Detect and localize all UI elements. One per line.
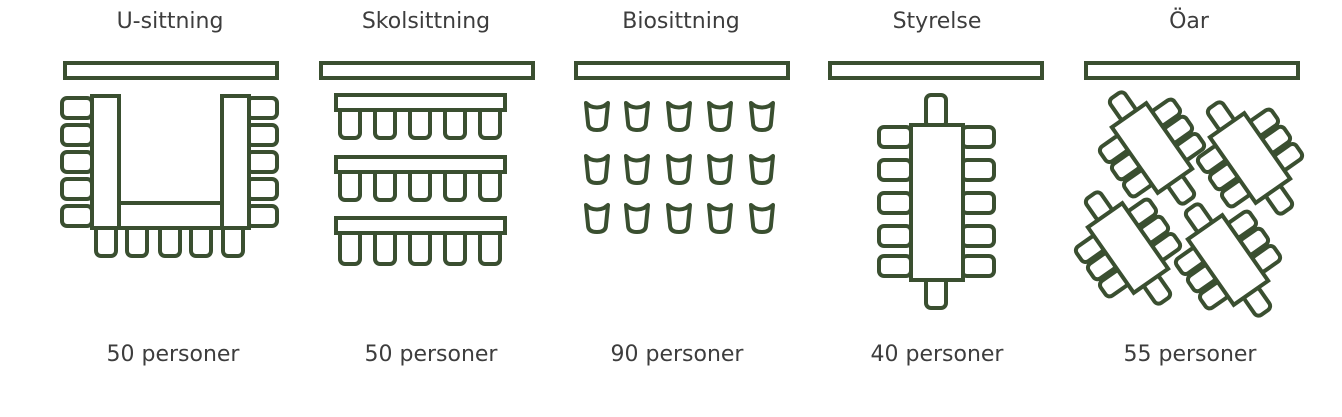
chair-icon — [960, 224, 996, 248]
chair-icon — [877, 125, 913, 149]
chair-icon — [584, 154, 610, 185]
chair-icon — [960, 191, 996, 215]
table-row — [334, 93, 507, 112]
chair-icon — [373, 228, 397, 266]
chair-icon — [707, 154, 733, 185]
table-row — [334, 216, 507, 235]
chair-icon — [877, 191, 913, 215]
chair-icon — [666, 154, 692, 185]
layout-capacity-u-sittning: 50 personer — [106, 342, 240, 367]
chair-icon — [666, 203, 692, 234]
board-table — [909, 123, 965, 282]
island-table — [1109, 100, 1195, 196]
chair-icon — [960, 254, 996, 278]
diagram-biosittning — [574, 61, 790, 234]
chair-icon — [60, 96, 94, 120]
diagram-oar — [1073, 61, 1305, 318]
chair-icon — [877, 158, 913, 182]
chair-icon — [924, 93, 948, 129]
chair-icon — [749, 101, 775, 132]
chair-icon — [624, 101, 650, 132]
chair-icon — [584, 101, 610, 132]
chair-icon — [245, 204, 279, 228]
chair-icon — [338, 228, 362, 266]
chair-icon — [624, 203, 650, 234]
stage-bar — [1084, 61, 1300, 80]
layout-title-u-sittning: U-sittning — [116, 9, 224, 34]
chair-icon — [60, 150, 94, 174]
layout-capacity-styrelse: 40 personer — [870, 342, 1004, 367]
diagram-skolsittning — [319, 61, 535, 266]
chair-icon — [707, 203, 733, 234]
chair-icon — [960, 125, 996, 149]
diagram-u-sittning — [60, 61, 279, 258]
layout-capacity-biosittning: 90 personer — [610, 342, 744, 367]
layout-title-oar: Öar — [1169, 9, 1209, 34]
chair-icon — [245, 150, 279, 174]
chair-icon — [877, 254, 913, 278]
chair-icon — [60, 177, 94, 201]
stage-bar — [574, 61, 790, 80]
island-table-group — [1097, 90, 1207, 206]
table-bottom — [117, 201, 224, 230]
stage-bar — [828, 61, 1044, 80]
layout-title-skolsittning: Skolsittning — [361, 9, 491, 34]
island-table-group — [1073, 190, 1183, 306]
chair-icon — [245, 123, 279, 147]
diagram-styrelse — [828, 61, 1044, 310]
chair-icon — [60, 123, 94, 147]
table-row — [334, 155, 507, 174]
island-table-group — [1195, 100, 1305, 216]
chair-icon — [960, 158, 996, 182]
chair-icon — [749, 154, 775, 185]
table-left — [90, 94, 121, 230]
stage-bar — [63, 61, 279, 80]
layout-capacity-skolsittning: 50 personer — [364, 342, 498, 367]
island-table-group — [1173, 202, 1283, 318]
chair-icon — [707, 101, 733, 132]
chair-icon — [877, 224, 913, 248]
island-table — [1085, 200, 1171, 296]
chair-icon — [624, 154, 650, 185]
chair-icon — [60, 204, 94, 228]
chair-icon — [478, 228, 502, 266]
island-table — [1185, 212, 1271, 308]
layout-capacity-oar: 55 personer — [1123, 342, 1257, 367]
layout-title-styrelse: Styrelse — [892, 9, 982, 34]
table-right — [220, 94, 251, 230]
chair-icon — [584, 203, 610, 234]
island-table — [1207, 110, 1293, 206]
stage-bar — [319, 61, 535, 80]
chair-icon — [245, 96, 279, 120]
chair-icon — [443, 228, 467, 266]
chair-icon — [408, 228, 432, 266]
chair-icon — [666, 101, 692, 132]
chair-icon — [245, 177, 279, 201]
layout-title-biosittning: Biosittning — [622, 9, 740, 34]
chair-icon — [749, 203, 775, 234]
